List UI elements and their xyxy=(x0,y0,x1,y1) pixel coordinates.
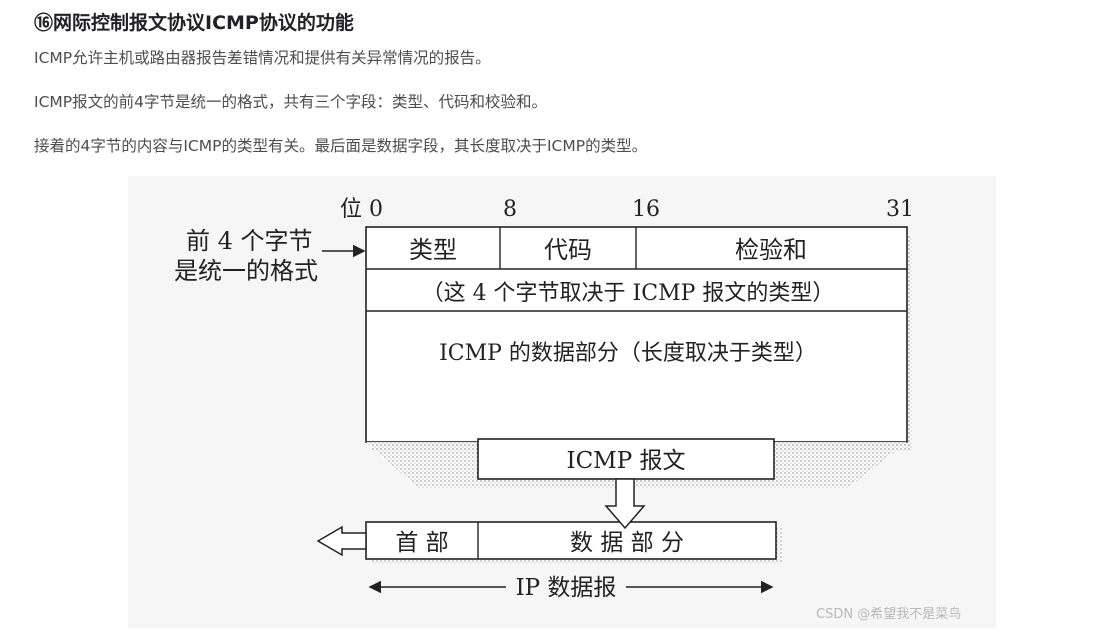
bit-8: 8 xyxy=(503,197,517,222)
section-heading: ⑯网际控制报文协议ICMP协议的功能 xyxy=(34,12,354,34)
paragraph-1: ICMP允许主机或路由器报告差错情况和提供有关异常情况的报告。 xyxy=(34,49,491,67)
csdn-watermark: CSDN @希望我不是菜鸟 xyxy=(816,607,962,622)
icmp-message-label: ICMP 报文 xyxy=(566,448,685,474)
icmp-message-label-box xyxy=(477,438,775,480)
bit-label: 位 xyxy=(340,197,362,222)
icmp-diagram: 位 0 8 16 31 前 4 个字节 是统一的格式 类型 代码 检验和 （这 … xyxy=(174,197,914,601)
bit-31: 31 xyxy=(886,197,914,222)
field-code: 代码 xyxy=(544,236,592,264)
side-note-line1: 前 4 个字节 xyxy=(186,227,313,255)
bit-16: 16 xyxy=(632,197,660,222)
icmp-format-figure: 位 0 8 16 31 前 4 个字节 是统一的格式 类型 代码 检验和 （这 … xyxy=(128,176,996,628)
encapsulation-arrow xyxy=(604,478,646,530)
side-note-line2: 是统一的格式 xyxy=(174,257,318,285)
bit-0: 0 xyxy=(369,197,383,222)
send-left-arrow xyxy=(316,525,367,557)
ip-datagram-label: IP 数据报 xyxy=(516,575,617,601)
ip-datagram-box xyxy=(365,521,777,560)
field-type: 类型 xyxy=(409,236,457,264)
ip-data-field: 数 据 部 分 xyxy=(570,530,684,556)
ip-header-field: 首 部 xyxy=(395,530,448,556)
paragraph-3: 接着的4字节的内容与ICMP的类型有关。最后面是数据字段，其长度取决于ICMP的… xyxy=(34,137,648,155)
icmp-data-row: ICMP 的数据部分（长度取决于类型） xyxy=(439,341,817,366)
field-checksum: 检验和 xyxy=(735,236,807,264)
type-dependent-row: （这 4 个字节取决于 ICMP 报文的类型） xyxy=(422,281,835,306)
paragraph-2: ICMP报文的前4字节是统一的格式，共有三个字段：类型、代码和校验和。 xyxy=(34,93,547,111)
